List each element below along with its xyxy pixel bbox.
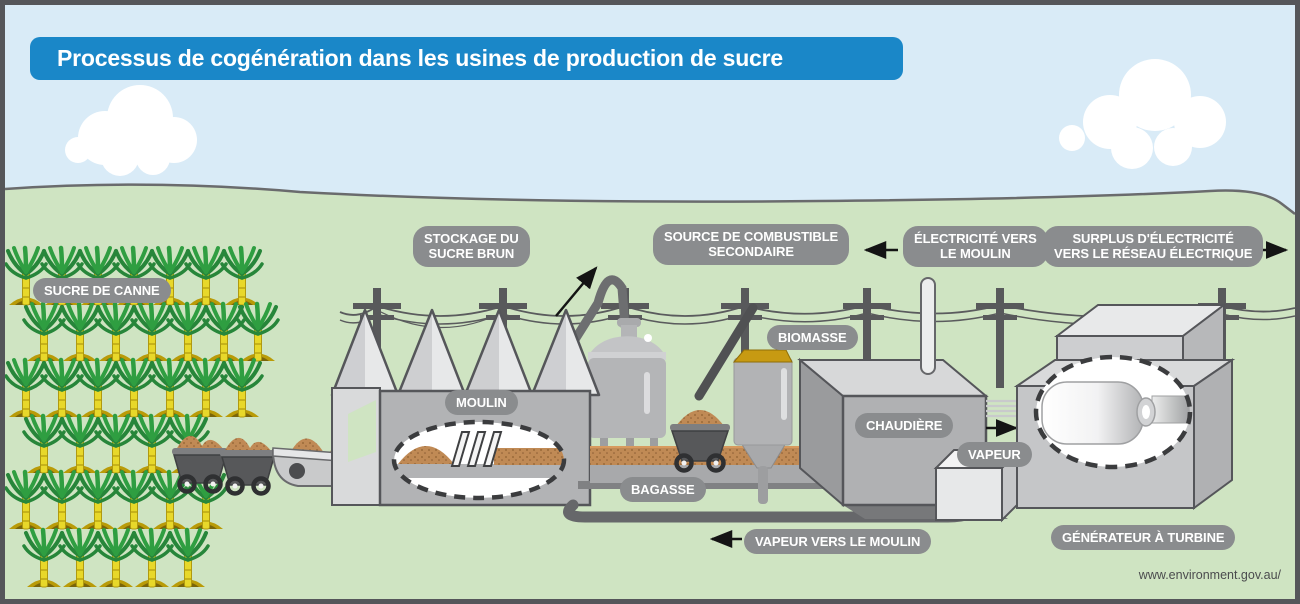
label-bagasse: BAGASSE <box>620 477 706 503</box>
source-attribution: www.environment.gov.au/ <box>1138 568 1281 582</box>
arrow-to-storage-icon <box>555 266 598 317</box>
process-diagram-scene <box>5 5 1295 599</box>
label-surplus-electricity: SURPLUS D'ÉLECTRICITÉ VERS LE RÉSEAU ÉLE… <box>1043 226 1264 267</box>
label-brown-sugar-storage: STOCKAGE DU SUCRE BRUN <box>413 226 530 267</box>
cloud-left <box>65 85 197 176</box>
diagram-title: Processus de cogénération dans les usine… <box>30 37 903 80</box>
label-secondary-fuel: SOURCE DE COMBUSTIBLE SECONDAIRE <box>653 224 850 265</box>
mill-cutaway <box>394 422 564 498</box>
label-steam-to-mill: VAPEUR VERS LE MOULIN <box>744 529 932 555</box>
label-sugar-cane: SUCRE DE CANNE <box>33 278 171 304</box>
label-mill: MOULIN <box>445 390 518 416</box>
label-electricity-to-mill: ÉLECTRICITÉ VERS LE MOULIN <box>903 226 1048 267</box>
biomass-cart <box>670 303 758 471</box>
label-biomass: BIOMASSE <box>767 325 858 351</box>
label-steam: VAPEUR <box>957 442 1032 468</box>
turbine-cutaway <box>1036 357 1190 467</box>
harvest-carts <box>172 435 276 494</box>
chimney <box>920 277 936 375</box>
turbine-building <box>1013 302 1236 510</box>
label-turbine-generator: GÉNÉRATEUR À TURBINE <box>1051 525 1236 551</box>
cloud-right <box>1059 59 1226 169</box>
label-boiler: CHAUDIÈRE <box>855 413 954 439</box>
mill-building <box>330 308 601 507</box>
sugar-transfer-pipe <box>535 275 630 400</box>
biomass-silo <box>732 349 793 504</box>
